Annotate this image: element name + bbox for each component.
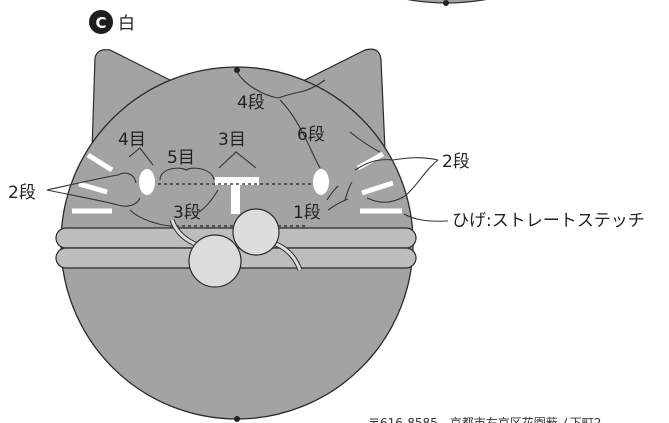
label-whisker-right-rows: 2段 — [442, 152, 470, 172]
left-eye — [139, 169, 155, 195]
bottom-marker-dot — [234, 416, 240, 422]
label-nose-width: 3目 — [218, 130, 246, 150]
title-badge-icon — [89, 10, 113, 34]
footer-address: 〒616-8585 京都市右京区花園薮ノ下町2 — [368, 415, 601, 423]
label-eye-left-stitch: 4目 — [118, 130, 146, 150]
title: C 白 — [89, 10, 135, 34]
title-text: 白 — [118, 14, 135, 34]
whiskers-left — [72, 152, 114, 214]
label-whisker-note: ひげ:ストレートステッチ — [452, 211, 645, 231]
label-mouth-width: 5目 — [167, 148, 195, 168]
label-ear-rows: 6段 — [297, 125, 325, 145]
bead-lower — [188, 234, 242, 288]
label-nose-rows: 3段 — [173, 203, 201, 223]
label-top-rows: 4段 — [237, 93, 265, 113]
top-marker-dot — [234, 67, 240, 73]
whisker-left-top — [86, 152, 114, 173]
bead-upper — [232, 208, 280, 256]
annotation-lines — [46, 71, 449, 227]
nose-bar — [215, 177, 259, 185]
cropped-shape-dot — [443, 0, 449, 6]
mouth-stem — [231, 184, 240, 214]
label-whisker-left-rows: 2段 — [8, 183, 36, 203]
label-eye-right-rows: 1段 — [293, 203, 321, 223]
right-eye — [313, 169, 329, 195]
whisker-right-mid — [361, 180, 394, 196]
title-badge-letter: C — [95, 14, 106, 32]
whisker-left-mid — [78, 181, 108, 195]
